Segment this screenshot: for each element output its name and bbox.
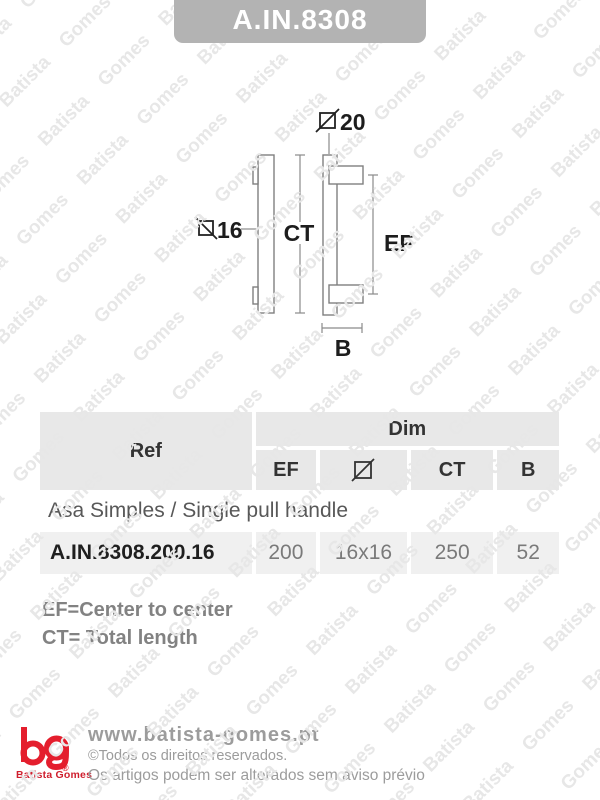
disclaimer-text: Os artigos podem ser alterados sem aviso… xyxy=(88,767,425,784)
handle-front-view xyxy=(252,154,275,314)
dim-label-b: B xyxy=(335,335,352,361)
copyright-text: ©Todos os direitos reservados. xyxy=(88,748,288,764)
table-row: A.IN.8308.200.16 200 16x16 250 52 xyxy=(40,532,559,574)
col-header-ef: EF xyxy=(255,450,317,490)
dim-column-header: Dim xyxy=(255,412,559,446)
cell-section: 16x16 xyxy=(320,532,407,574)
cell-ct: 250 xyxy=(410,532,494,574)
footer: ® Batista Gomes www.batista-gomes.pt ©To… xyxy=(0,715,600,800)
cell-b: 52 xyxy=(497,532,559,574)
spec-table: Ref Dim EF CT B Asa Simples / Single pul… xyxy=(36,408,563,578)
brand-name: Batista Gomes xyxy=(16,769,93,781)
square-section-icon xyxy=(351,458,376,482)
website-url[interactable]: www.batista-gomes.pt xyxy=(88,724,320,746)
col-header-ct: CT xyxy=(410,450,494,490)
square-section-icon xyxy=(315,108,340,133)
category-row: Asa Simples / Single pull handle xyxy=(40,494,559,528)
dim-label-20: 20 xyxy=(340,109,366,135)
registered-mark: ® xyxy=(62,763,69,773)
product-code: A.IN.8308 xyxy=(232,4,368,35)
dim-label-ct: CT xyxy=(284,220,315,246)
dim-label-16: 16 xyxy=(217,217,243,243)
cell-ef: 200 xyxy=(255,532,317,574)
handle-side-view xyxy=(322,154,364,316)
col-header-section xyxy=(320,450,407,490)
col-header-b: B xyxy=(497,450,559,490)
square-section-icon xyxy=(194,216,218,240)
legend-line-ef: EF=Center to center xyxy=(42,599,233,621)
dim-label-ef: EF xyxy=(384,230,413,256)
bg-logo-icon xyxy=(20,727,69,771)
dimension-lines xyxy=(241,133,378,333)
legend-line-ct: CT= Total length xyxy=(42,627,198,649)
ref-column-header: Ref xyxy=(40,412,252,490)
legend: EF=Center to center CT= Total length xyxy=(42,596,233,652)
product-code-badge: A.IN.8308 xyxy=(174,0,426,43)
cell-ref: A.IN.8308.200.16 xyxy=(40,532,252,574)
